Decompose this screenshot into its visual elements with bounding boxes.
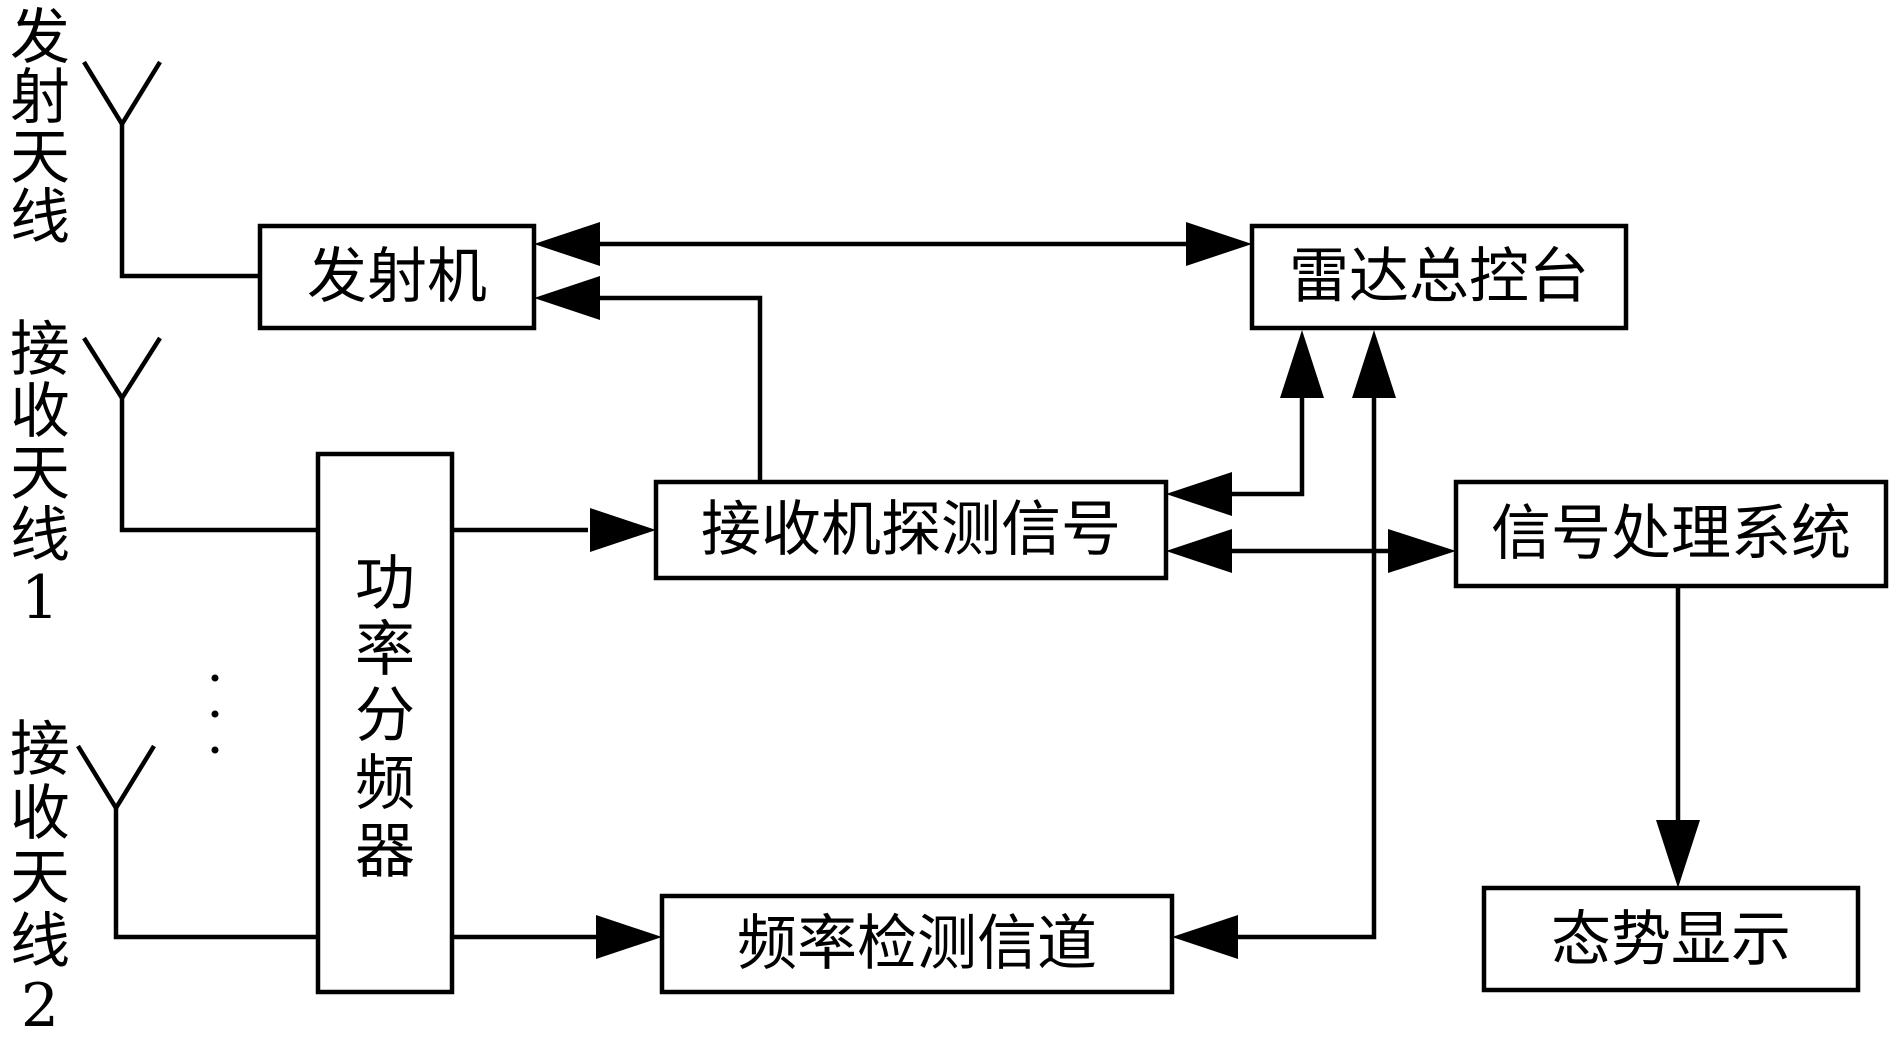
rx1-antenna-label-char: 1 <box>21 563 59 633</box>
radar-console-block: 雷达总控台 <box>1249 223 1629 331</box>
tx-antenna-feed <box>119 124 260 279</box>
receiver-label: 接收机探测信号 <box>701 495 1121 565</box>
radar-console-label: 雷达总控台 <box>1289 242 1589 312</box>
ellipsis-dot <box>211 674 219 682</box>
rx1-antenna-label-char: 天 <box>10 439 70 509</box>
rx-to-tx-link <box>590 295 763 482</box>
arrowheads <box>534 222 1700 959</box>
ellipsis-dot <box>211 746 219 754</box>
signal-processing-box <box>1453 479 1889 589</box>
transmitter-label: 发射机 <box>307 242 487 312</box>
rx2-antenna-feed <box>113 808 318 940</box>
transmitter-box <box>257 223 537 331</box>
power-divider-label-char: 分 <box>355 681 415 751</box>
antenna-ellipsis <box>211 674 219 754</box>
rx1-antenna-label: 接 收 天 线 1 <box>10 315 70 633</box>
arrow-into-receiver-from-divider <box>590 508 656 552</box>
rx2-antenna-label-char: 接 <box>10 715 70 785</box>
freq-channel-label: 频率检测信道 <box>737 909 1097 979</box>
tx-antenna-label-char: 线 <box>10 183 70 253</box>
rx2-antenna-label-char: 2 <box>21 971 59 1041</box>
tx-antenna-label-char: 射 <box>10 63 70 133</box>
rx2-antenna <box>76 744 318 940</box>
rx1-antenna-label-char: 线 <box>10 501 70 571</box>
tx-antenna <box>82 60 260 279</box>
power-divider-label-char: 器 <box>355 817 415 887</box>
tx-antenna-label-char: 发 <box>10 3 70 73</box>
power-divider-label-char: 功 <box>355 549 415 619</box>
rx1-antenna-feed <box>119 398 318 533</box>
rx1-antenna <box>82 336 318 533</box>
rx2-antenna-icon <box>76 744 156 813</box>
power-divider-label-char: 率 <box>355 615 415 685</box>
arrow-into-sp <box>1388 529 1456 573</box>
rx2-antenna-label-char: 收 <box>10 779 70 849</box>
arrow-into-receiver-from-console <box>1166 472 1232 516</box>
tx-antenna-label: 发 射 天 线 <box>10 3 70 253</box>
power-divider-box <box>315 451 455 995</box>
freq-channel-box <box>659 893 1175 995</box>
situation-display-label: 态势显示 <box>1551 905 1791 975</box>
rx-console-link <box>1232 392 1305 497</box>
freq-console-link <box>1238 392 1377 940</box>
situation-display-box <box>1481 885 1861 993</box>
rx1-antenna-icon <box>82 336 162 403</box>
signal-processing-block: 信号处理系统 <box>1453 479 1889 589</box>
receiver-box <box>653 479 1169 581</box>
radar-console-box <box>1249 223 1629 331</box>
rx2-antenna-label-char: 天 <box>10 843 70 913</box>
rx2-antenna-label: 接 收 天 线 2 <box>10 715 70 1041</box>
ellipsis-dot <box>211 710 219 718</box>
rx1-antenna-label-char: 收 <box>10 377 70 447</box>
freq-channel-block: 频率检测信道 <box>659 893 1175 995</box>
arrow-into-console-from-freq <box>1352 330 1396 398</box>
rx1-antenna-label-char: 接 <box>10 315 70 385</box>
arrow-into-transmitter-top <box>534 222 600 266</box>
rx2-antenna-label-char: 线 <box>10 907 70 977</box>
arrow-into-display <box>1656 820 1700 888</box>
arrow-into-receiver-from-sp <box>1166 529 1232 573</box>
tx-antenna-icon <box>82 60 162 129</box>
power-divider-block: 功 率 分 频 器 <box>315 451 455 995</box>
power-divider-label-char: 频 <box>355 749 415 819</box>
transmitter-block: 发射机 <box>257 223 537 331</box>
receiver-block: 接收机探测信号 <box>653 479 1169 581</box>
arrow-into-freq-from-divider <box>596 915 662 959</box>
situation-display-block: 态势显示 <box>1481 885 1861 993</box>
tx-antenna-label-char: 天 <box>10 123 70 193</box>
arrow-into-console-from-receiver <box>1280 330 1324 398</box>
arrow-into-transmitter-bottom <box>534 276 600 320</box>
arrow-into-console-left <box>1186 222 1252 266</box>
signal-processing-label: 信号处理系统 <box>1491 499 1851 569</box>
arrow-into-freq-from-console <box>1172 915 1238 959</box>
